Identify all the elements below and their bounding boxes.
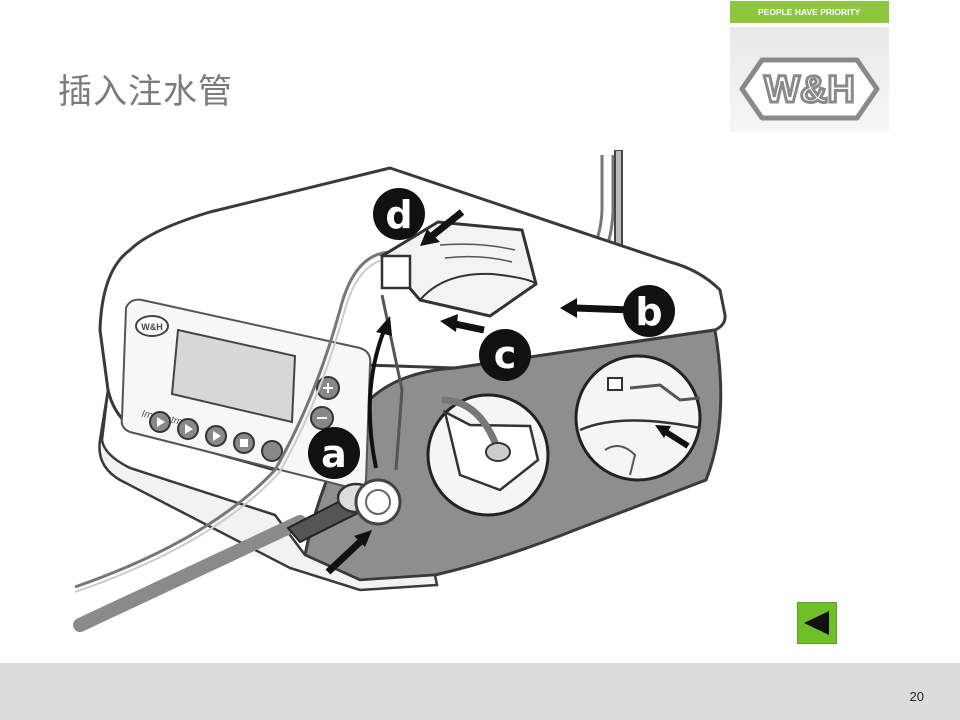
play-icon <box>185 424 193 434</box>
brand-panel: PEOPLE HAVE PRIORITY W&H <box>730 0 889 132</box>
slide-title: 插入注水管 <box>58 72 233 112</box>
record-icon <box>240 439 248 447</box>
play-icon <box>157 417 165 427</box>
brand-tagline: PEOPLE HAVE PRIORITY <box>730 1 889 23</box>
arrow-b <box>560 298 633 318</box>
svg-text:b: b <box>635 290 662 334</box>
plus-icon <box>323 383 333 393</box>
page-number: 20 <box>909 689 924 704</box>
callout-b: b <box>623 285 675 337</box>
control-panel: W&H Implantmed <box>120 298 372 490</box>
record-button[interactable] <box>233 432 255 454</box>
irrigation-tube <box>74 250 396 589</box>
foot-button[interactable] <box>261 440 283 462</box>
wh-logo: W&H <box>730 27 889 132</box>
callout-d: d <box>373 188 425 240</box>
svg-text:d: d <box>385 193 412 237</box>
device-front-bottom <box>98 389 439 592</box>
brand-badge: W&H <box>135 315 169 337</box>
arrow-a <box>325 530 372 575</box>
lcd-display <box>170 328 297 424</box>
arrow-c <box>440 314 485 334</box>
plus-button[interactable] <box>316 376 340 400</box>
triangle-left-icon <box>804 611 829 635</box>
back-button[interactable] <box>797 602 837 644</box>
arrow-curved-up <box>367 316 392 469</box>
play-button-2[interactable] <box>177 418 199 440</box>
callout-a: a <box>308 427 360 479</box>
svg-text:c: c <box>494 333 517 377</box>
footer-bar: 20 <box>0 663 960 720</box>
arrow-d <box>420 209 465 246</box>
motor-cable <box>73 515 307 632</box>
callout-c: c <box>479 329 531 381</box>
minus-button[interactable] <box>310 406 334 430</box>
wh-logo-text: W&H <box>764 69 855 111</box>
play-icon <box>213 431 221 441</box>
play-button-3[interactable] <box>205 425 227 447</box>
arrow-detail-b <box>655 425 690 449</box>
implantmed-illustration: W&H Implantmed <box>73 150 727 632</box>
detail-view-c <box>426 393 550 517</box>
svg-text:W&H: W&H <box>141 322 163 332</box>
detail-view-b <box>574 354 702 482</box>
play-button-1[interactable] <box>149 411 171 433</box>
svg-text:a: a <box>321 432 347 476</box>
